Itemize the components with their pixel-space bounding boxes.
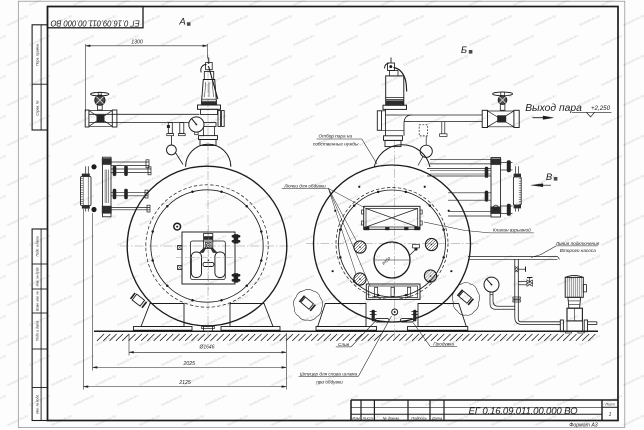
svg-text:+2,250: +2,250	[591, 105, 611, 112]
svg-text:ø450: ø450	[381, 255, 392, 265]
svg-text:№ докум.: № докум.	[383, 415, 400, 420]
svg-text:Инв. № подл.: Инв. № подл.	[35, 394, 39, 414]
svg-text:Клапан взрывной: Клапан взрывной	[493, 226, 531, 232]
svg-text:В: В	[546, 172, 553, 183]
svg-text:Лист: Лист	[362, 415, 374, 420]
svg-text:Линия подключения: Линия подключения	[555, 241, 600, 246]
svg-text:Отбор пара на: Отбор пара на	[319, 134, 353, 139]
svg-text:Второго насоса: Второго насоса	[560, 248, 596, 253]
svg-text:ЕГ 0.16.09.011.00.000 ВО: ЕГ 0.16.09.011.00.000 ВО	[51, 18, 140, 27]
svg-text:Подп. и дата: Подп. и дата	[35, 236, 39, 256]
svg-text:Перв. примен.: Перв. примен.	[35, 43, 39, 66]
svg-text:Взам. инв. №: Взам. инв. №	[35, 291, 39, 311]
svg-text:Ø1646: Ø1646	[198, 344, 214, 350]
svg-text:Выход пара: Выход пара	[525, 103, 582, 114]
svg-text:при обдувки: при обдувки	[316, 379, 343, 384]
svg-text:1300: 1300	[131, 39, 143, 45]
svg-text:Формат А3: Формат А3	[569, 423, 597, 429]
svg-text:Лист: Лист	[604, 403, 615, 407]
svg-text:Подп. и дата: Подп. и дата	[35, 321, 39, 341]
svg-text:2125: 2125	[178, 380, 191, 386]
svg-text:Изм: Изм	[352, 415, 360, 420]
svg-text:Б: Б	[461, 45, 467, 56]
svg-text:1: 1	[609, 412, 612, 418]
svg-text:Слив: Слив	[338, 342, 350, 347]
svg-text:Дата: Дата	[431, 415, 443, 420]
svg-text:Подпись: Подпись	[411, 415, 426, 420]
svg-text:Справ. №: Справ. №	[35, 100, 39, 116]
svg-text:Продувка: Продувка	[433, 341, 454, 346]
svg-text:Лючки для обдувки: Лючки для обдувки	[283, 183, 326, 188]
svg-text:Штуцер для слива шлама: Штуцер для слива шлама	[300, 371, 358, 376]
svg-text:ЕГ 0.16.09.011.00.000 ВО: ЕГ 0.16.09.011.00.000 ВО	[469, 406, 579, 417]
svg-text:2025: 2025	[183, 361, 196, 367]
svg-text:Инв. № дубл.: Инв. № дубл.	[35, 267, 39, 287]
svg-text:собственные нужды: собственные нужды	[313, 142, 359, 147]
svg-text:А: А	[178, 17, 185, 28]
